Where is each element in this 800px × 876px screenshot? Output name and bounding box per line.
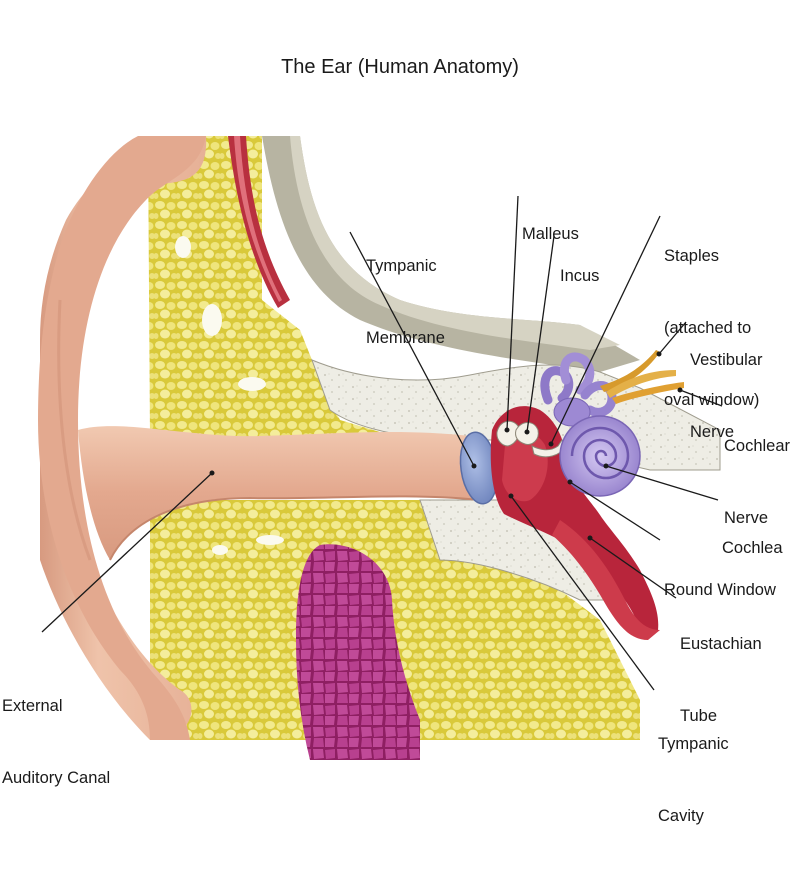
label-vestibular-nerve: Vestibular Nerve bbox=[690, 351, 763, 441]
leader-incus bbox=[526, 235, 555, 433]
label-incus: Incus bbox=[560, 267, 600, 285]
label-round-window: Round Window bbox=[664, 581, 776, 599]
label-staples: Staples (attached to oval window) bbox=[664, 247, 760, 409]
label-cochlear-nerve: Cochlear Nerve bbox=[724, 437, 791, 527]
leader-staples bbox=[550, 215, 661, 445]
label-tympanic-cavity: Tympanic Cavity bbox=[658, 735, 729, 825]
leader-eustachian-tube bbox=[589, 537, 677, 599]
eustachian-tube bbox=[552, 520, 660, 640]
parotid-gland bbox=[296, 544, 420, 760]
cochlear-nerve bbox=[612, 382, 684, 404]
leader-cochlear-nerve bbox=[679, 389, 723, 407]
ear-illustration bbox=[36, 136, 721, 760]
leader-lines bbox=[41, 195, 723, 691]
diagram-title: The Ear (Human Anatomy) bbox=[281, 56, 519, 78]
external-auditory-canal bbox=[78, 426, 480, 560]
label-cochlea: Cochlea bbox=[722, 539, 783, 557]
upper-fatty-tissue bbox=[148, 136, 380, 440]
ear-diagram: The Ear (Human Anatomy) Malleus Incus Ty… bbox=[2, 56, 791, 825]
leader-tympanic-cavity bbox=[510, 495, 655, 691]
label-tympanic-membrane: Tympanic Membrane bbox=[366, 257, 445, 347]
leader-cochlea bbox=[605, 465, 719, 501]
leader-malleus bbox=[506, 195, 519, 431]
leader-tympanic-membrane bbox=[349, 231, 475, 467]
temporal-bone-band bbox=[262, 136, 640, 372]
label-malleus: Malleus bbox=[522, 225, 579, 243]
label-eustachian-tube: Eustachian Tube bbox=[680, 635, 762, 725]
vestibular-nerve bbox=[600, 350, 660, 392]
cochlea-spiral bbox=[559, 415, 641, 497]
label-external-auditory-canal: External Auditory Canal bbox=[2, 697, 111, 787]
leader-round-window bbox=[569, 481, 661, 541]
leader-external-auditory-canal bbox=[41, 472, 213, 633]
leader-vestibular-nerve bbox=[658, 321, 687, 355]
